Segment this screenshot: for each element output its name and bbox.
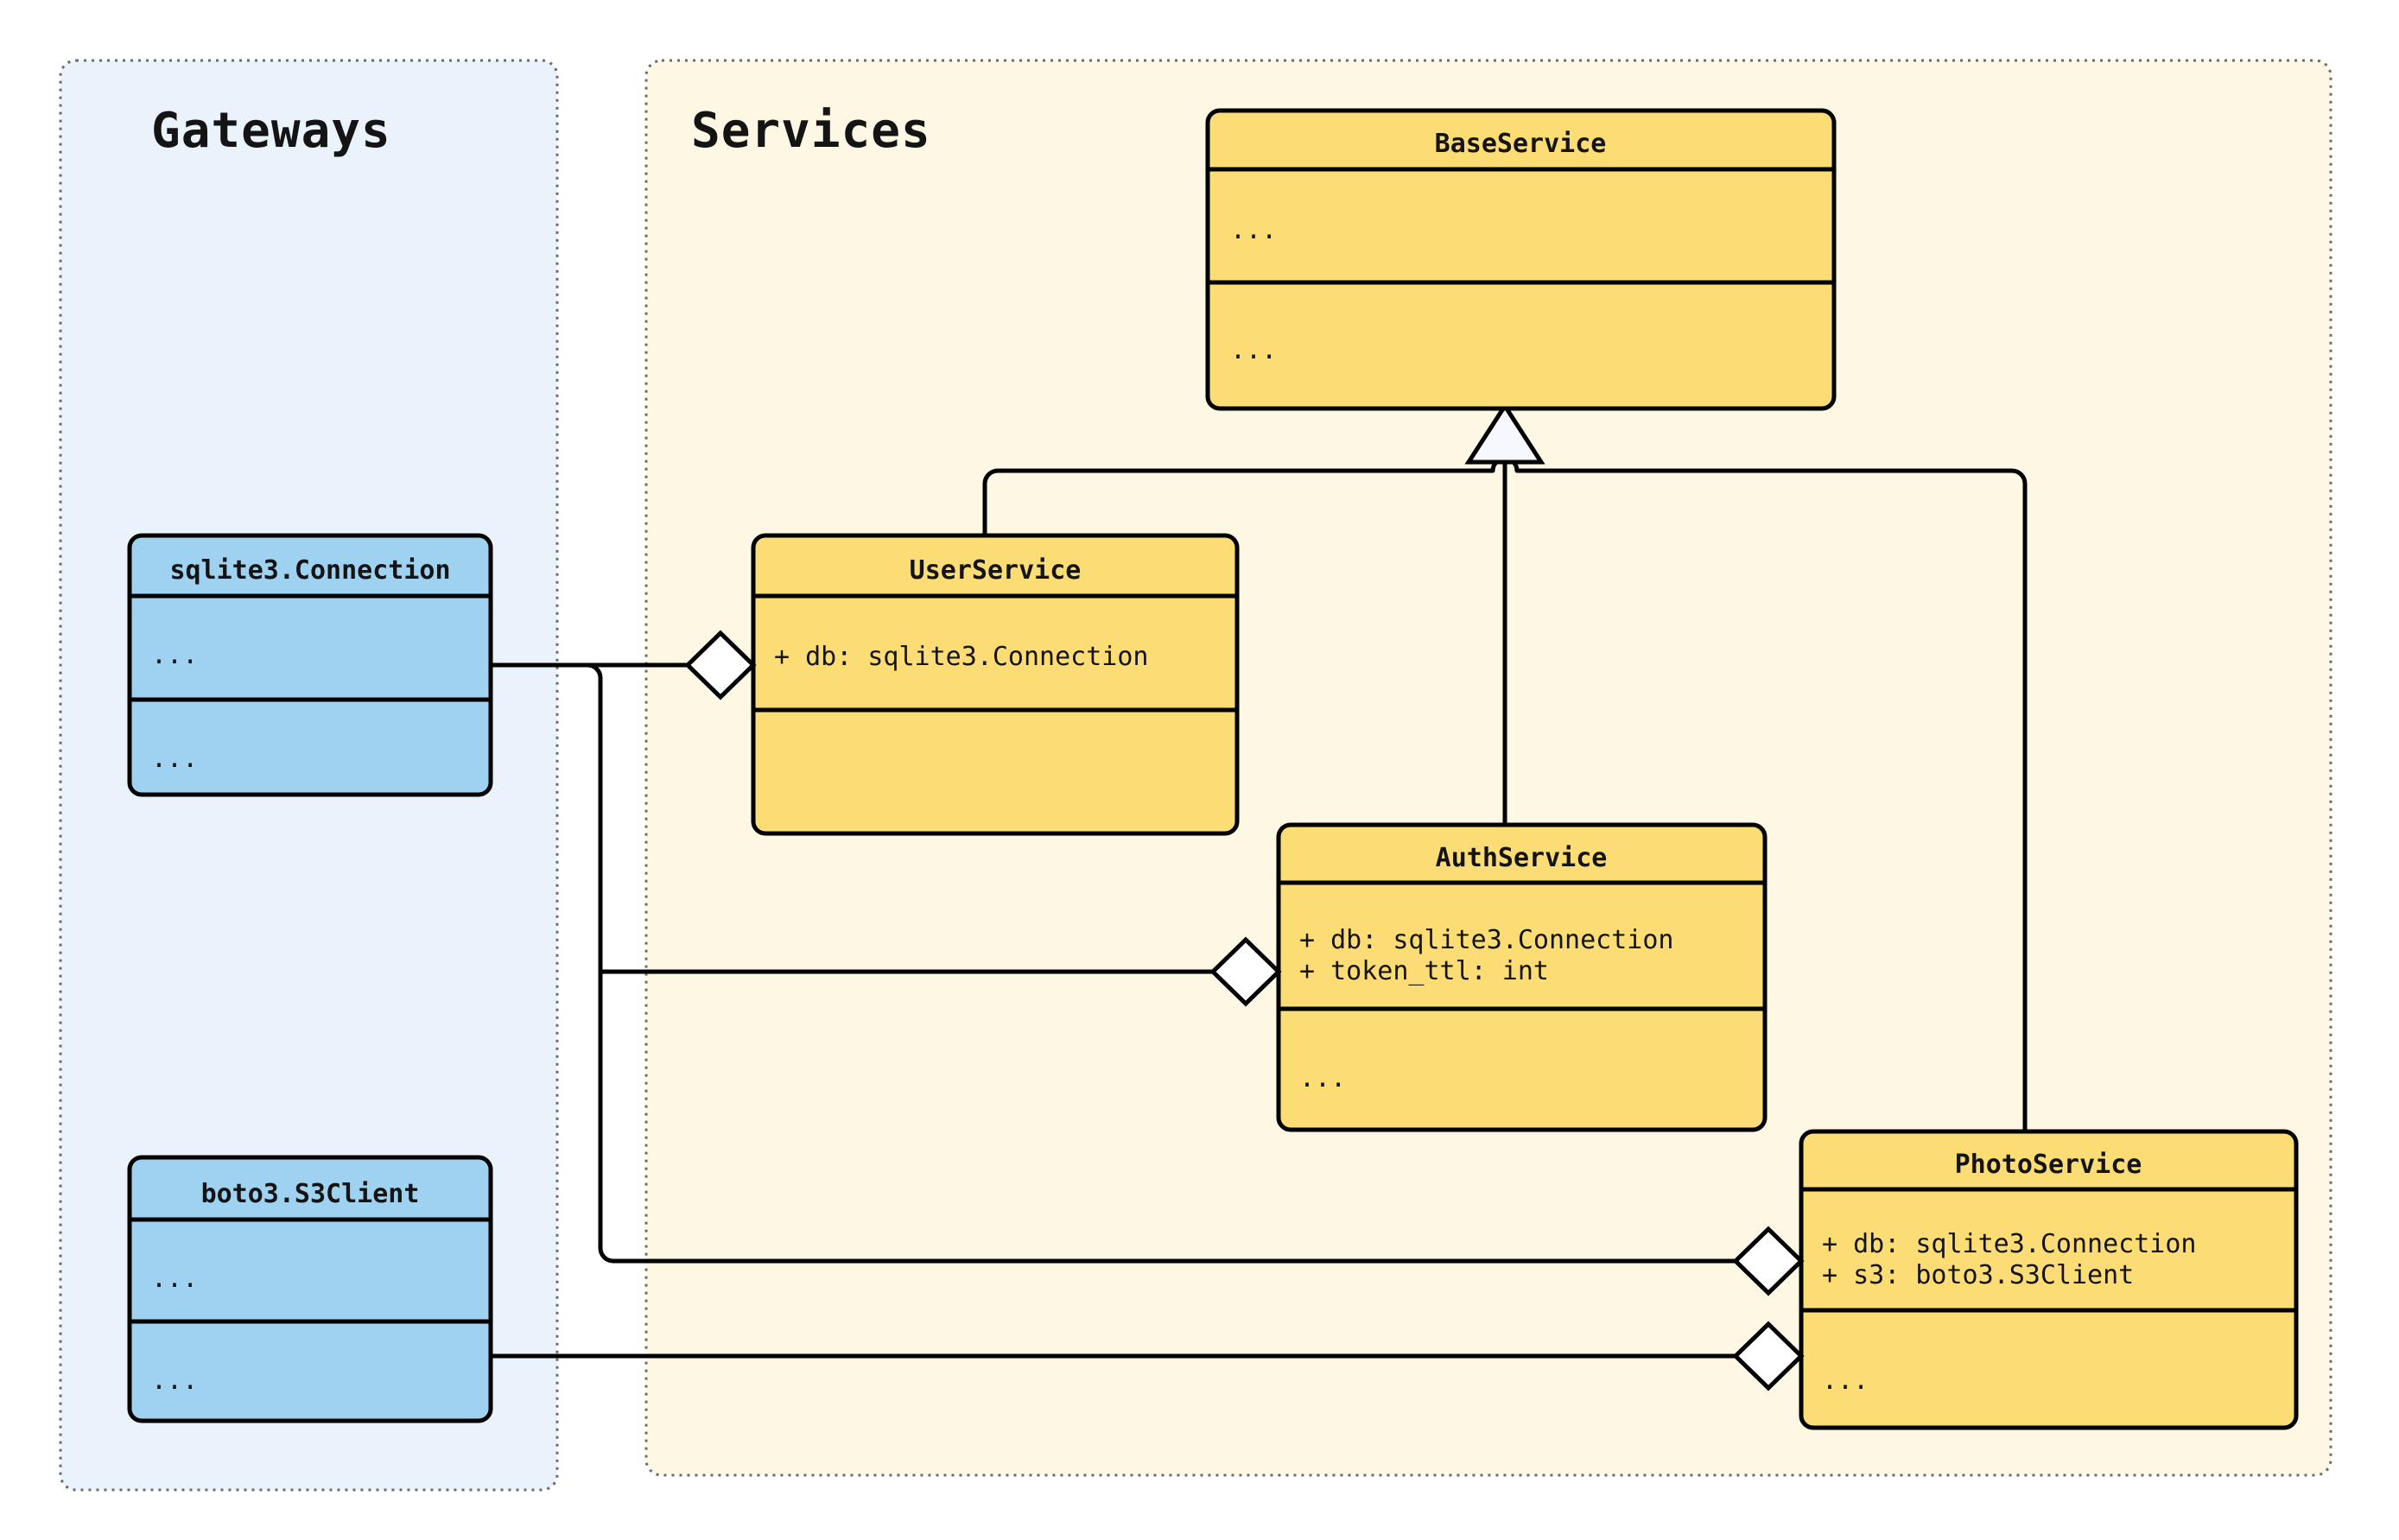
generalization-triangle-icon	[1464, 402, 1545, 465]
generalization-edges	[982, 402, 2028, 1131]
class-userservice-name: UserService	[910, 555, 1082, 586]
aggregation-trunk-sqlite3-down	[491, 662, 1754, 1264]
class-photoservice-attribute-1: + db: sqlite3.Connection	[1822, 1229, 2196, 1259]
generalization-drop-photoservice	[2011, 468, 2028, 1131]
aggregation-diamond-icon-authservice	[1209, 936, 1282, 1007]
class-boto3-s3client-attribute: ...	[151, 1264, 198, 1294]
class-sqlite3-connection[interactable]: sqlite3.Connection ... ...	[127, 533, 493, 797]
class-authservice-name: AuthService	[1436, 843, 1608, 873]
package-services-title: Services	[691, 103, 931, 159]
class-userservice-body	[751, 533, 1240, 836]
class-baseservice-attribute: ...	[1230, 215, 1277, 245]
class-sqlite3-connection-name: sqlite3.Connection	[169, 555, 450, 586]
class-photoservice[interactable]: PhotoService + db: sqlite3.Connection + …	[1799, 1129, 2299, 1430]
aggregation-diamond-markers	[684, 630, 1805, 1391]
class-sqlite3-connection-attribute: ...	[151, 640, 198, 670]
class-photoservice-body	[1799, 1129, 2299, 1430]
class-baseservice[interactable]: BaseService ... ...	[1205, 108, 1837, 411]
class-sqlite3-connection-method: ...	[151, 744, 198, 774]
class-boto3-s3client-name: boto3.S3Client	[201, 1179, 420, 1209]
class-baseservice-name: BaseService	[1435, 129, 1607, 159]
aggregation-edges-sqlite3	[491, 662, 1754, 1264]
aggregation-diamond-icon-userservice	[684, 630, 757, 700]
class-baseservice-method: ...	[1230, 335, 1277, 365]
class-userservice[interactable]: UserService + db: sqlite3.Connection	[751, 533, 1240, 836]
class-authservice-attribute-2: + token_ttl: int	[1299, 956, 1549, 986]
class-boto3-s3client-method: ...	[151, 1366, 198, 1396]
class-authservice-body	[1276, 822, 1768, 1132]
class-authservice-method: ...	[1299, 1063, 1346, 1093]
class-authservice-attribute-1: + db: sqlite3.Connection	[1299, 925, 1673, 955]
package-services-frame	[644, 59, 2332, 1477]
class-userservice-attribute: + db: sqlite3.Connection	[774, 642, 1148, 672]
class-photoservice-name: PhotoService	[1955, 1150, 2142, 1180]
class-photoservice-attribute-2: + s3: boto3.S3Client	[1822, 1260, 2134, 1290]
class-photoservice-method: ...	[1822, 1366, 1869, 1396]
aggregation-diamond-icon-photoservice-s3	[1732, 1321, 1805, 1391]
class-authservice[interactable]: AuthService + db: sqlite3.Connection + t…	[1276, 822, 1768, 1132]
generalization-drop-userservice	[982, 468, 999, 536]
class-boto3-s3client-body	[127, 1155, 493, 1423]
package-services[interactable]: Services	[644, 59, 2332, 1477]
class-sqlite3-connection-body	[127, 533, 493, 797]
class-boto3-s3client[interactable]: boto3.S3Client ... ...	[127, 1155, 493, 1423]
aggregation-diamond-icon-photoservice-db	[1732, 1226, 1805, 1296]
class-baseservice-body	[1205, 108, 1837, 411]
package-gateways-title: Gateways	[151, 103, 391, 159]
